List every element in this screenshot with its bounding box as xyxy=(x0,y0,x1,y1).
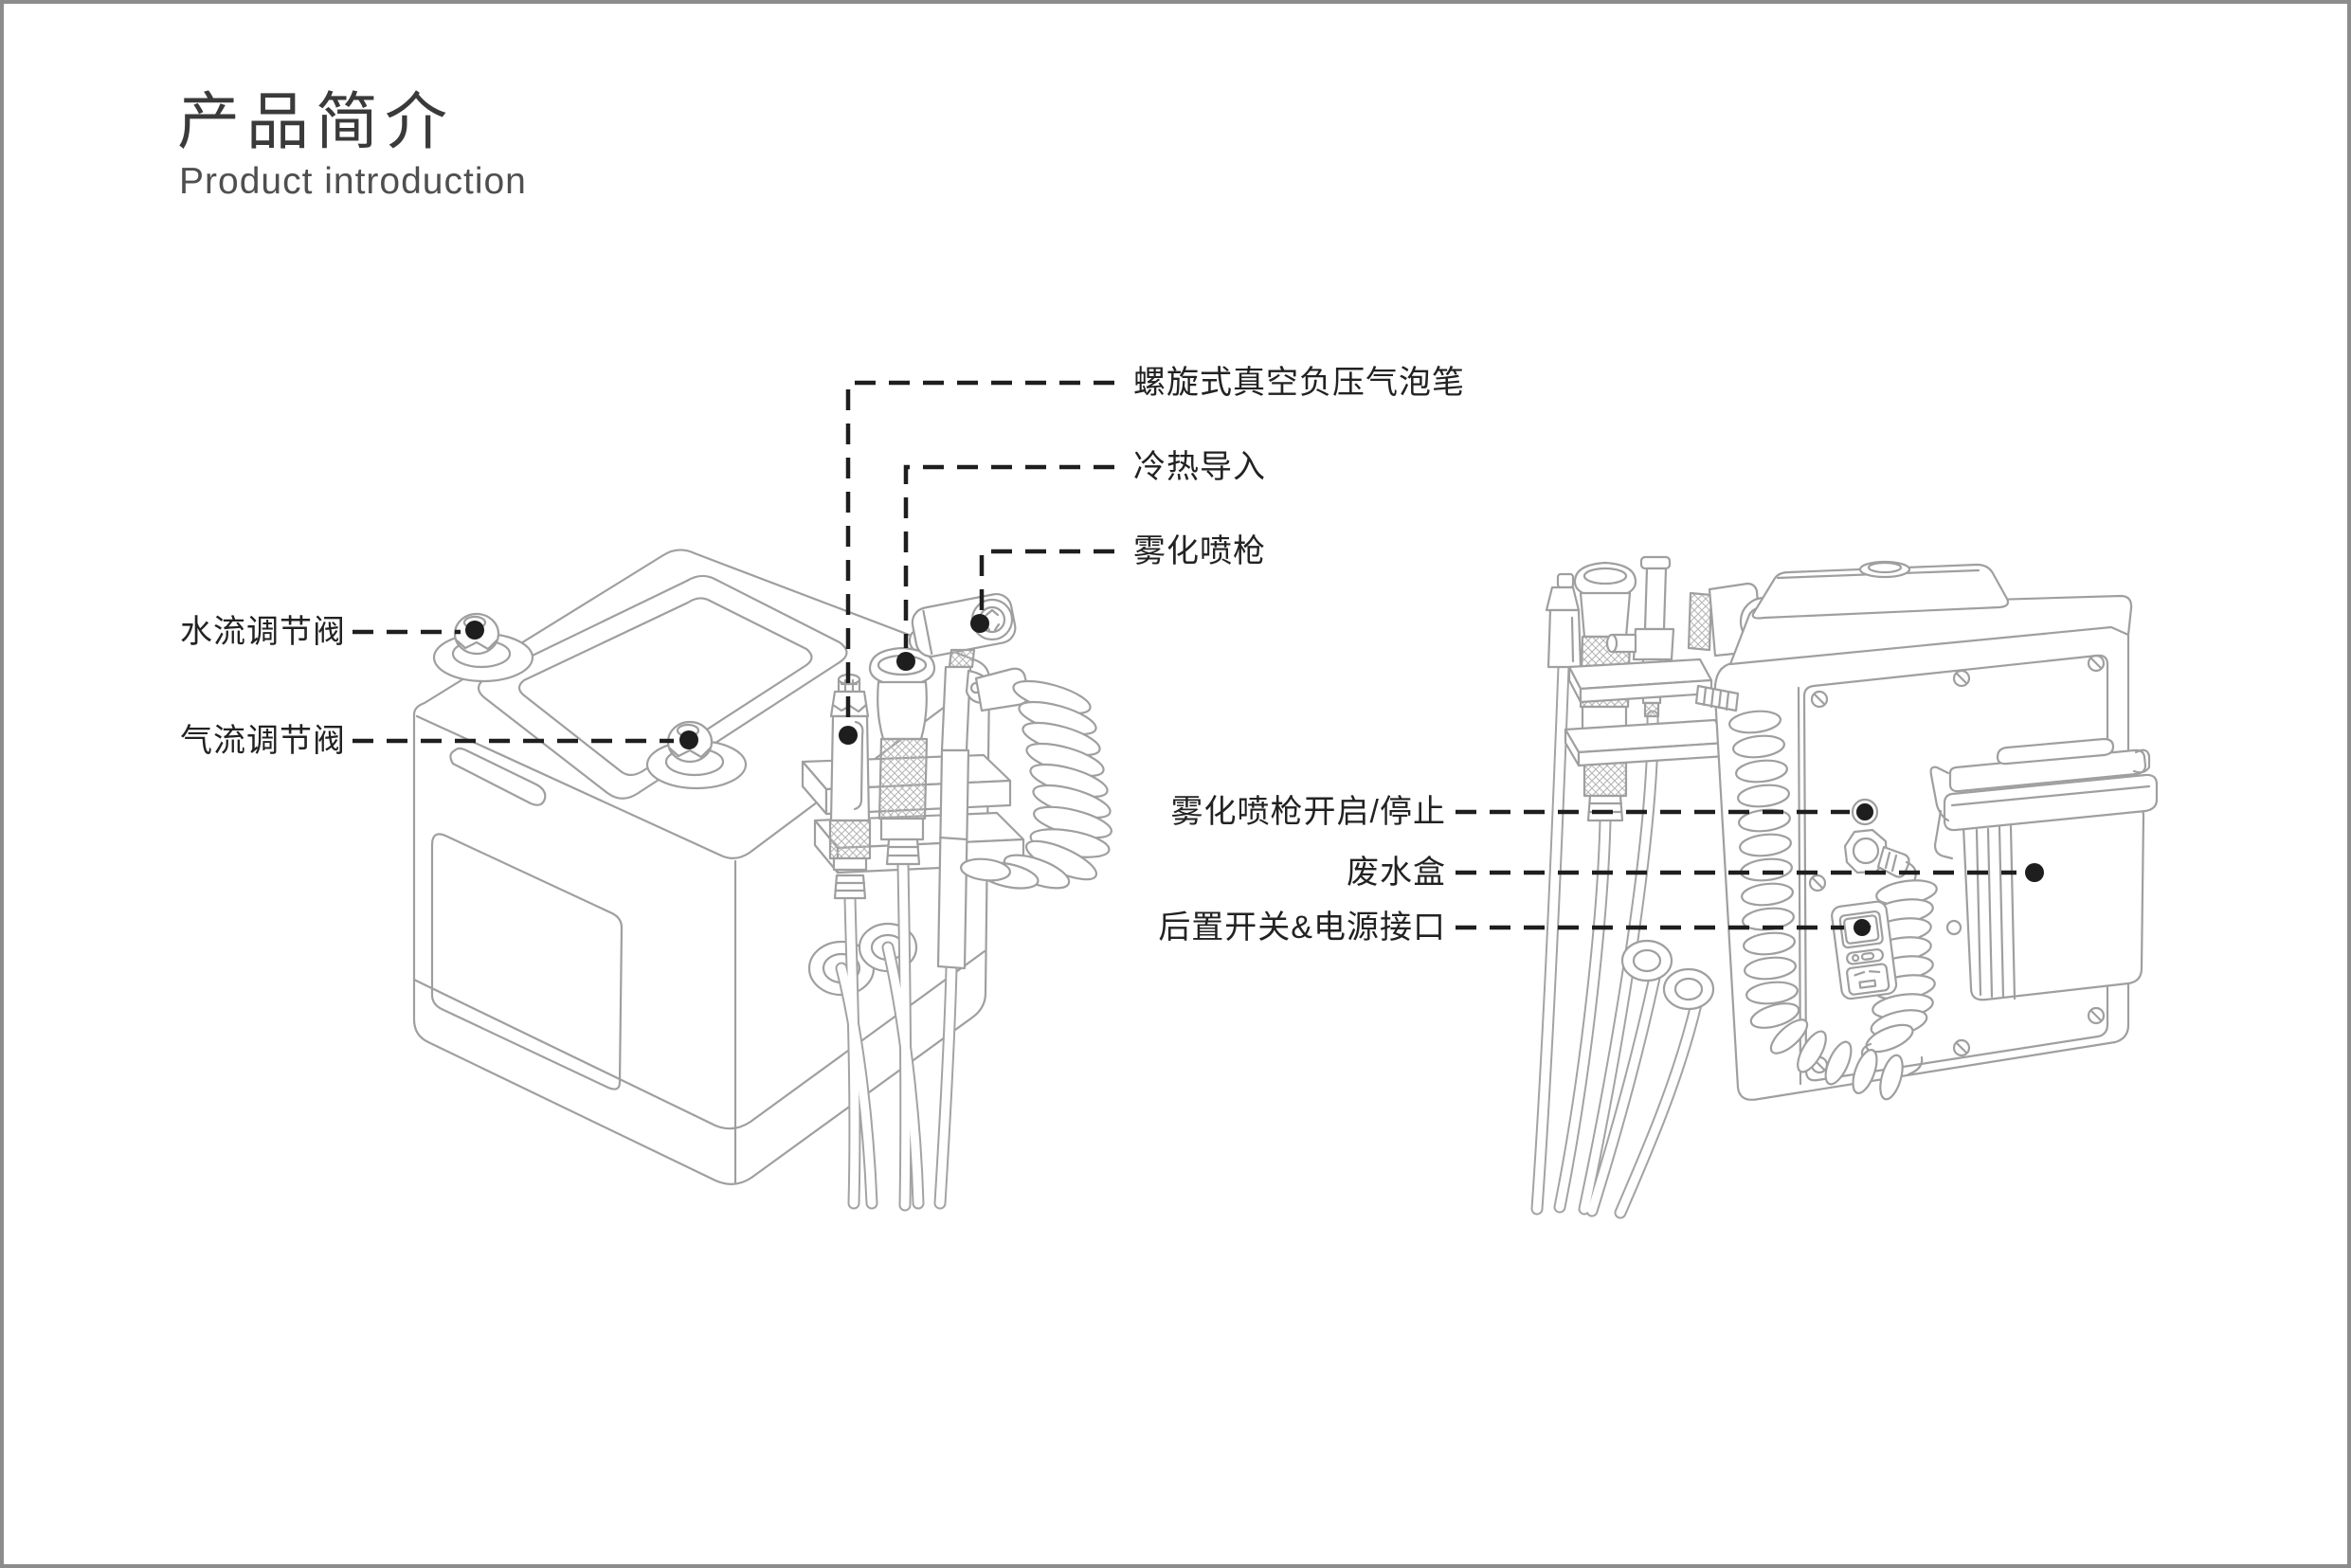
label-spray-switch: 雾化喷枪开启/停止 xyxy=(1170,794,1446,830)
leader-spray-gun xyxy=(979,549,1114,610)
label-waste-box: 废水盒 xyxy=(1347,855,1446,891)
diagram-illustration xyxy=(353,380,2159,1219)
label-hot-cold: 冷热导入 xyxy=(1133,449,1266,485)
label-spray-gun: 雾化喷枪 xyxy=(1133,533,1266,569)
leader-lines xyxy=(353,380,2016,930)
left-machine xyxy=(412,549,1112,1212)
side-coiled-cable xyxy=(1694,684,1924,1101)
hot-cold-handpiece xyxy=(868,646,936,866)
bubble-pen-handpiece xyxy=(828,673,872,900)
dot-bubble-pen xyxy=(839,726,858,745)
annotation-dots xyxy=(465,614,2044,936)
label-rear-power: 后置开关&电源接口 xyxy=(1158,910,1446,946)
dot-rear-power xyxy=(1854,919,1871,936)
page-title: 产品简介 xyxy=(177,86,454,156)
dot-waste-box xyxy=(2025,863,2044,882)
spray-gun-handpiece xyxy=(908,592,1031,970)
page-subtitle: Product introduction xyxy=(179,161,527,202)
dot-spray-gun xyxy=(970,614,989,633)
rear-panel xyxy=(1797,654,2109,1086)
top-handle xyxy=(1751,560,2010,620)
power-switch-module xyxy=(1831,900,1898,1000)
leader-hot-cold xyxy=(903,464,1114,648)
right-tube-grommets xyxy=(1620,939,1715,1011)
dot-hot-cold xyxy=(896,652,915,671)
waste-water-box xyxy=(1929,737,2159,1001)
right-machine xyxy=(1530,555,2159,1219)
left-machine-tubes xyxy=(835,857,958,1212)
label-air-valve: 气流调节阀 xyxy=(180,723,346,759)
leader-bubble-pen xyxy=(845,380,1114,722)
dot-spray-switch xyxy=(1856,803,1873,820)
waste-connector xyxy=(1843,828,1917,883)
dot-air-valve xyxy=(679,730,698,749)
label-bubble-pen: 螺旋式真空负压气泡笔 xyxy=(1133,365,1465,401)
title-block: 产品简介 Product introduction xyxy=(177,87,527,203)
coiled-hose xyxy=(960,679,1112,890)
dot-water-valve xyxy=(465,621,484,640)
label-water-valve: 水流调节阀 xyxy=(180,614,346,650)
